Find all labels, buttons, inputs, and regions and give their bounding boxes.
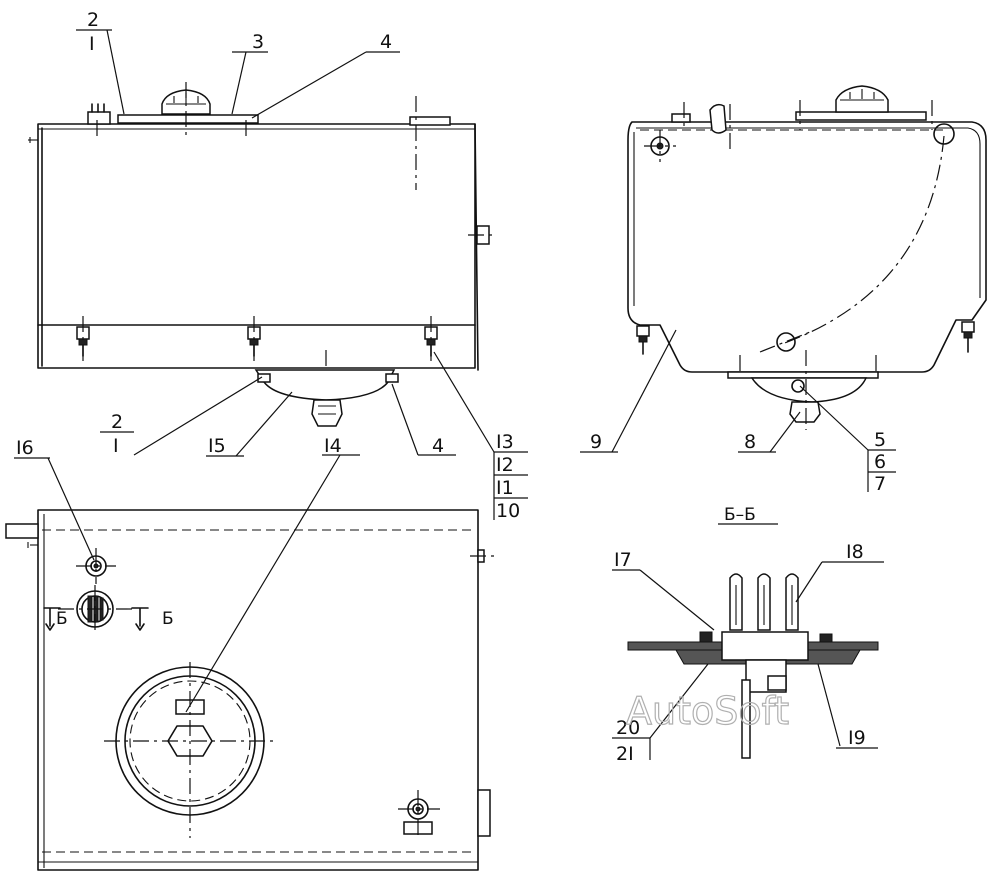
leader-lines [14, 29, 896, 760]
top-view [5, 509, 494, 871]
mount-bolt [76, 316, 90, 362]
callout-12: I2 [496, 454, 514, 476]
callout-8: 8 [744, 431, 756, 453]
side-view [627, 85, 987, 430]
callout-20: 20 [616, 717, 640, 739]
callout-21: 2I [616, 743, 634, 765]
callout-4-top: 4 [380, 31, 392, 53]
callout-7: 7 [874, 473, 886, 495]
callout-3: 3 [252, 31, 264, 53]
drain-plug [311, 399, 343, 427]
callout-1-bottom: I [113, 435, 119, 457]
callout-17: I7 [614, 549, 632, 571]
callout-14: I4 [324, 435, 342, 457]
section-title: Б–Б [724, 505, 756, 525]
callout-13: I3 [496, 431, 514, 453]
callout-18: I8 [846, 541, 864, 563]
callout-16: I6 [16, 437, 34, 459]
callout-19: I9 [848, 727, 866, 749]
callout-15: I5 [208, 435, 226, 457]
mount-bolt [247, 316, 261, 362]
callout-10: 10 [496, 500, 520, 522]
mount-bolt [424, 316, 438, 362]
callout-11: I1 [496, 477, 514, 499]
watermark: AutoSoft [626, 689, 789, 733]
callout-2-bottom: 2 [111, 411, 123, 433]
section-mark-left: Б [56, 609, 68, 629]
callout-6: 6 [874, 451, 886, 473]
section-b-b [627, 573, 879, 759]
callout-1-top: I [89, 33, 95, 55]
front-view [28, 82, 495, 427]
callout-4-bottom: 4 [432, 435, 444, 457]
mount-bolt [961, 321, 975, 353]
drain-plug [789, 401, 821, 423]
drain-sump [254, 369, 396, 401]
callout-9: 9 [590, 431, 602, 453]
section-mark-right: Б [162, 609, 174, 629]
callout-2-top: 2 [87, 9, 99, 31]
callout-5: 5 [874, 429, 886, 451]
mount-bolt [636, 325, 650, 355]
callout-labels: 2 I 3 4 2 I I5 I4 4 I3 I2 I1 10 9 8 5 6 … [16, 9, 886, 765]
